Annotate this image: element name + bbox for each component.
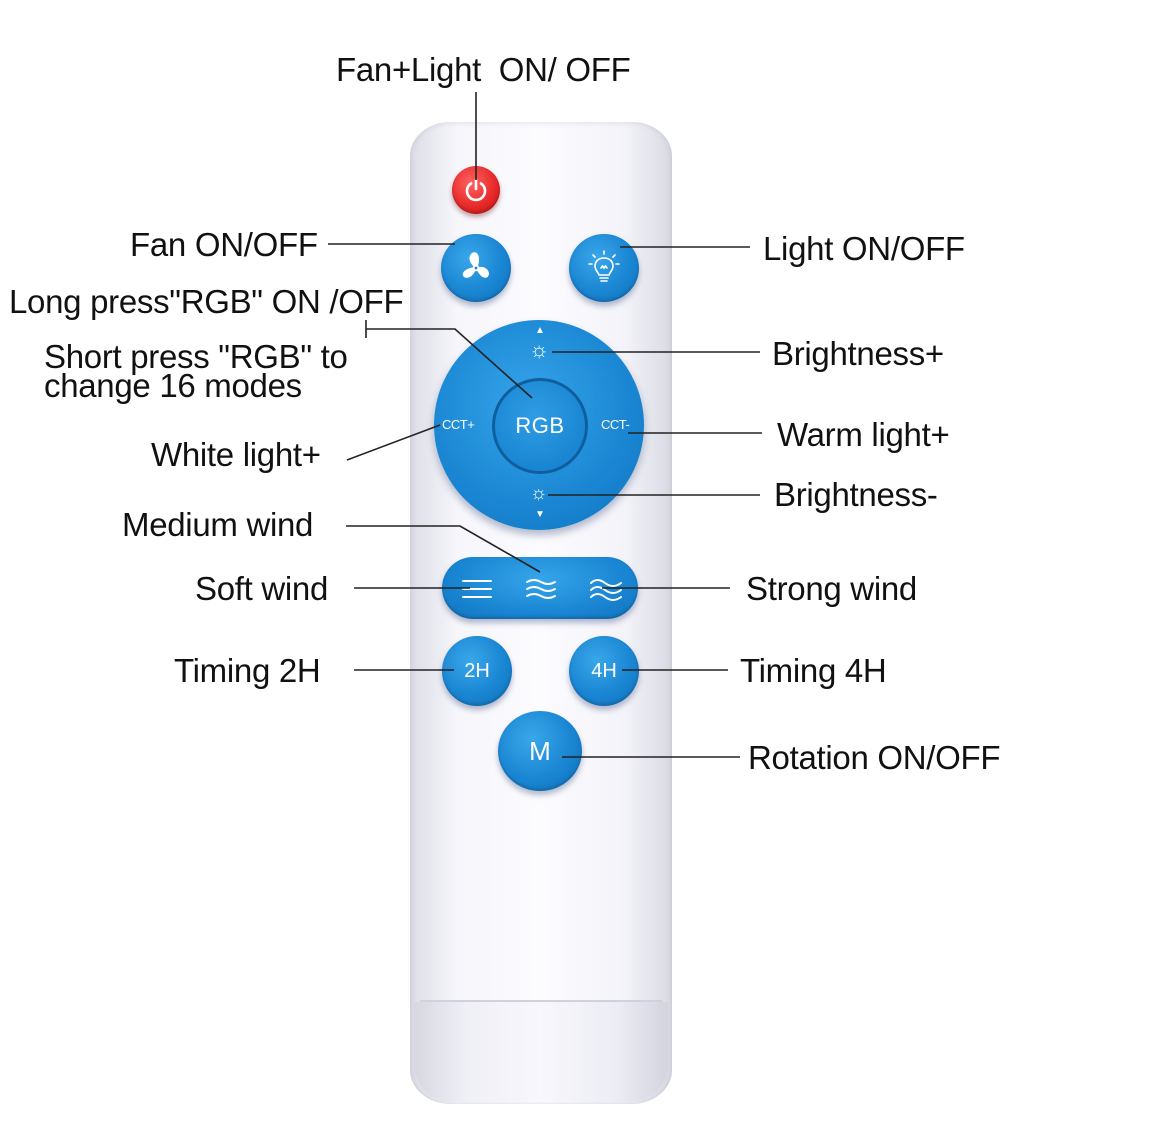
rgb-button[interactable]: RGB (492, 378, 588, 474)
rotation-button[interactable]: M (498, 711, 582, 791)
bulb-icon (588, 250, 620, 282)
label-rgb-short-press-2: change 16 modes (44, 367, 302, 404)
label-medium-wind: Medium wind (122, 506, 314, 543)
fan-icon (462, 252, 489, 278)
brightness-up-button[interactable]: ☼ (529, 339, 549, 361)
label-timing-4h: Timing 4H (740, 652, 887, 689)
label-light-power: Light ON/OFF (763, 230, 965, 267)
arrow-down-icon: ▼ (535, 509, 545, 520)
timing-4h-button[interactable]: 4H (569, 636, 639, 706)
light-button[interactable] (569, 234, 639, 302)
label-rgb-short-press-1: Short press "RGB" to (44, 338, 348, 375)
timing-2h-button[interactable]: 2H (442, 636, 512, 706)
arrow-up-icon: ▲ (535, 325, 545, 336)
remote-base (414, 1002, 668, 1102)
label-soft-wind: Soft wind (195, 570, 329, 607)
label-timing-2h: Timing 2H (174, 652, 321, 689)
label-fan-power: Fan ON/OFF (130, 226, 318, 263)
power-icon (465, 178, 487, 202)
strong-wind-button[interactable] (588, 576, 624, 602)
label-fan-light-power: Fan+Light ON/ OFF (336, 51, 631, 88)
fan-button[interactable] (441, 234, 511, 302)
label-white-light: White light+ (151, 436, 321, 473)
soft-wind-button[interactable] (460, 576, 494, 602)
power-button[interactable] (452, 166, 500, 214)
label-brightness-up: Brightness+ (772, 335, 944, 372)
cct-minus-button[interactable]: CCT- (601, 417, 630, 432)
remote-base-seam (420, 1000, 662, 1002)
label-brightness-down: Brightness- (774, 476, 938, 513)
label-rotation: Rotation ON/OFF (748, 739, 1001, 776)
sun-small-icon: ☼ (530, 483, 548, 504)
medium-wind-button[interactable] (524, 576, 558, 602)
sun-icon: ☼ (529, 337, 550, 362)
label-strong-wind: Strong wind (746, 570, 917, 607)
label-rgb-long-press: Long press"RGB" ON /OFF (9, 283, 404, 320)
label-warm-light: Warm light+ (777, 416, 950, 453)
brightness-down-button[interactable]: ☼ (530, 484, 547, 503)
cct-plus-button[interactable]: CCT+ (442, 417, 475, 432)
